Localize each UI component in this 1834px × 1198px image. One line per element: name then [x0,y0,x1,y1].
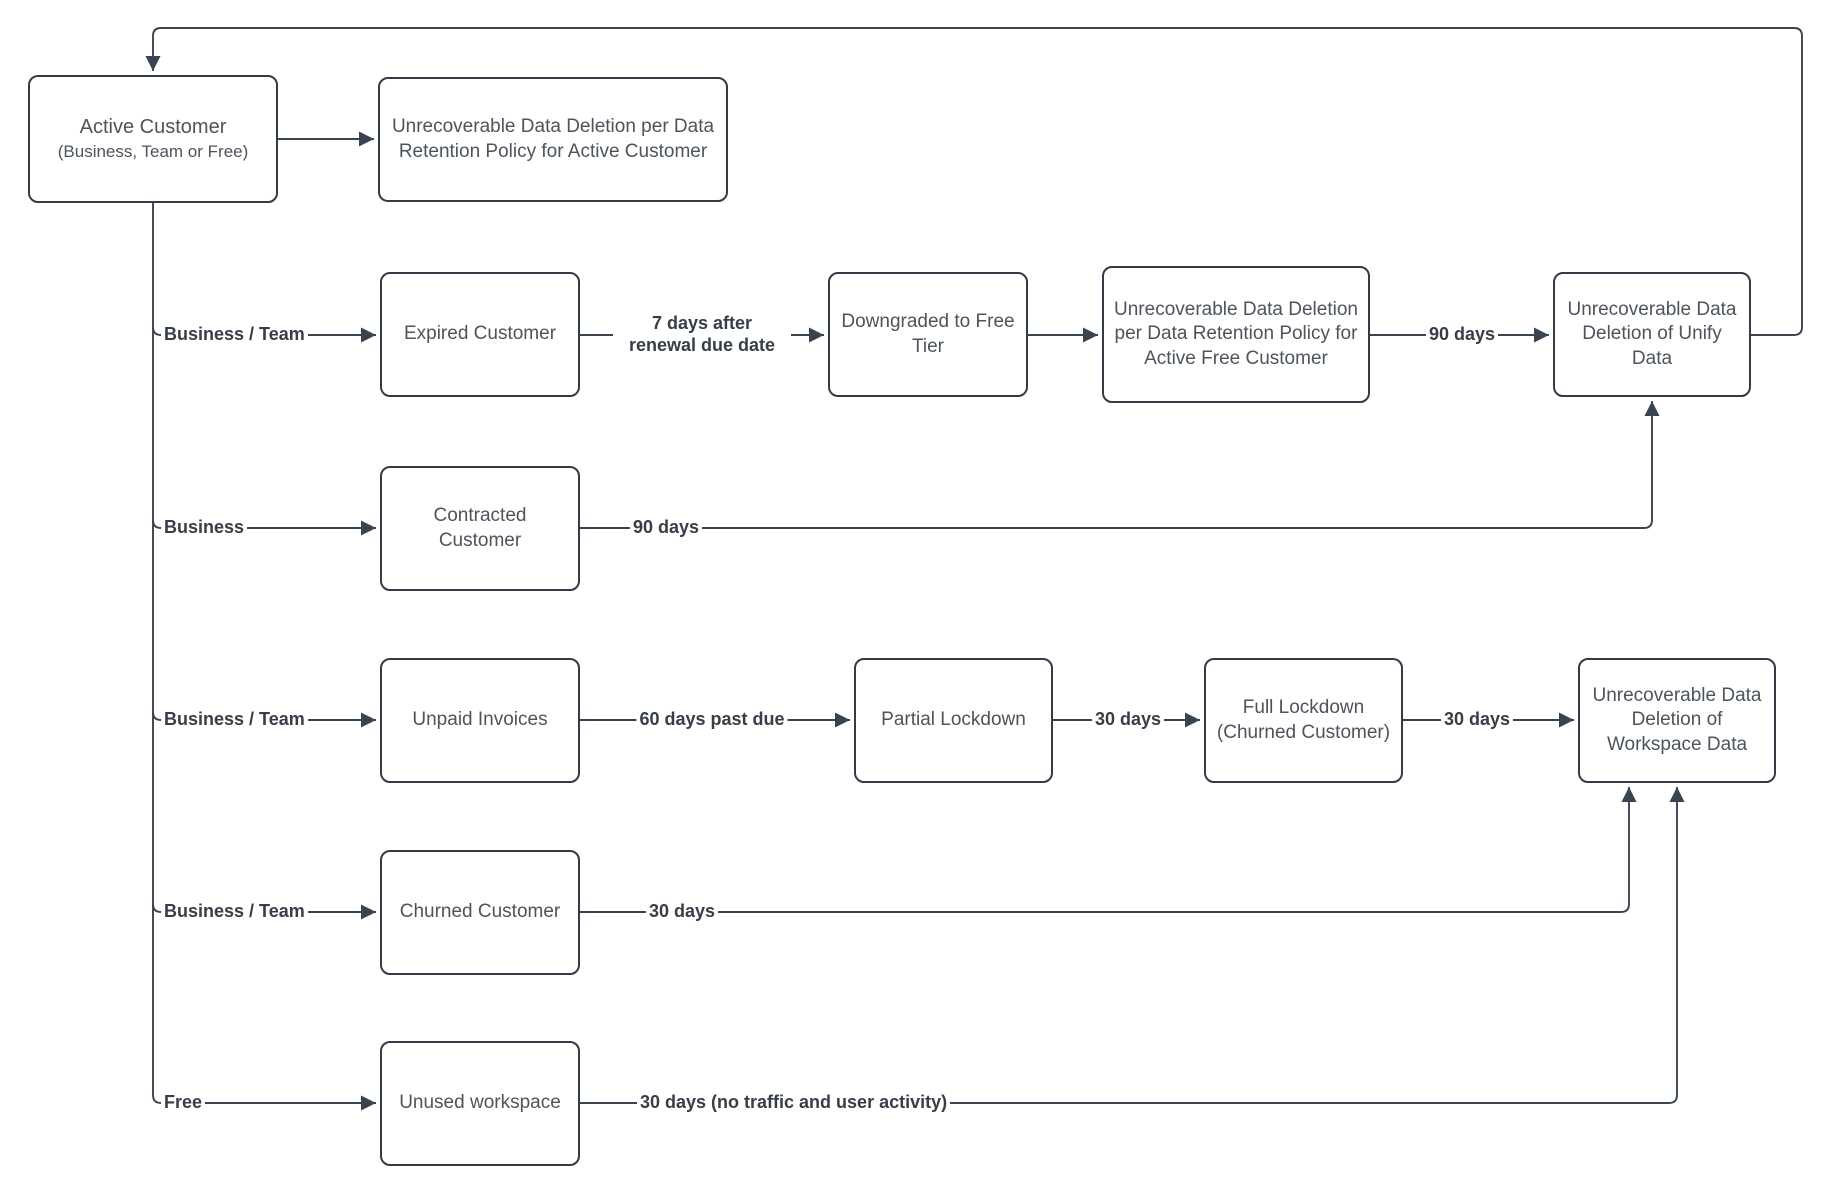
node-full-lockdown-label: Full Lockdown (Churned Customer) [1216,697,1391,743]
node-active-deletion-label: Unrecoverable Data Deletion per Data Ret… [391,116,715,162]
node-partial-lockdown: Partial Lockdown [854,658,1053,783]
edge-spine-free-branch [152,203,376,1111]
node-unpaid-invoices-label: Unpaid Invoices [412,709,548,731]
edge-label-30-days-no-traffic: 30 days (no traffic and user activity) [637,1091,951,1115]
edge-label-30-days-row3a: 30 days [1091,708,1165,732]
edge-label-90-days-row2: 90 days [629,516,703,540]
edge-label-7-days-after: 7 days after renewal due date [613,312,791,358]
node-unused-workspace: Unused workspace [380,1041,580,1166]
node-active-customer-sublabel: (Business, Team or Free) [57,141,249,161]
node-free-deletion-label: Unrecoverable Data Deletion per Data Ret… [1114,299,1358,369]
node-contracted-customer-label: Contracted Customer [433,505,527,551]
node-contracted-customer: Contracted Customer [380,466,580,591]
edge-branch-expired [152,326,376,343]
edge-label-business-row2: Business [161,516,248,540]
node-churned-customer-label: Churned Customer [399,901,561,923]
node-downgraded-free: Downgraded to Free Tier [828,272,1028,397]
node-active-deletion: Unrecoverable Data Deletion per Data Ret… [378,77,728,202]
edge-contracted-to-unify [580,401,1660,529]
node-unify-deletion: Unrecoverable Data Deletion of Unify Dat… [1553,272,1751,397]
node-active-customer: Active Customer (Business, Team or Free) [28,75,278,203]
edge-unused-to-workspace [580,787,1685,1104]
node-free-deletion: Unrecoverable Data Deletion per Data Ret… [1102,266,1370,403]
node-unify-deletion-label: Unrecoverable Data Deletion of Unify Dat… [1567,299,1737,369]
edge-label-business-team-row1: Business / Team [161,323,308,347]
edge-label-business-team-row3: Business / Team [161,708,308,732]
node-downgraded-free-label: Downgraded to Free Tier [841,311,1015,357]
edge-label-60-days-past-due: 60 days past due [636,708,788,732]
node-expired-customer: Expired Customer [380,272,580,397]
edge-branch-unpaid [152,711,376,728]
edge-branch-contracted [152,519,376,536]
node-workspace-deletion-label: Unrecoverable Data Deletion of Workspace… [1592,685,1762,755]
node-partial-lockdown-label: Partial Lockdown [881,709,1026,731]
edge-label-30-days-row4: 30 days [645,900,719,924]
node-unpaid-invoices: Unpaid Invoices [380,658,580,783]
node-unused-workspace-label: Unused workspace [399,1092,561,1114]
node-full-lockdown: Full Lockdown (Churned Customer) [1204,658,1403,783]
edge-label-90-days-row1: 90 days [1425,323,1499,347]
node-workspace-deletion: Unrecoverable Data Deletion of Workspace… [1578,658,1776,783]
edge-label-30-days-row3b: 30 days [1440,708,1514,732]
edge-churned-to-workspace [580,787,1637,913]
edge-label-business-team-row4: Business / Team [161,900,308,924]
node-active-customer-label: Active Customer [79,116,227,139]
node-churned-customer: Churned Customer [380,850,580,975]
edge-branch-churned [152,903,376,920]
node-expired-customer-label: Expired Customer [403,323,557,345]
edge-label-free-row5: Free [161,1091,206,1115]
edge-unify-loopback [145,27,1803,336]
